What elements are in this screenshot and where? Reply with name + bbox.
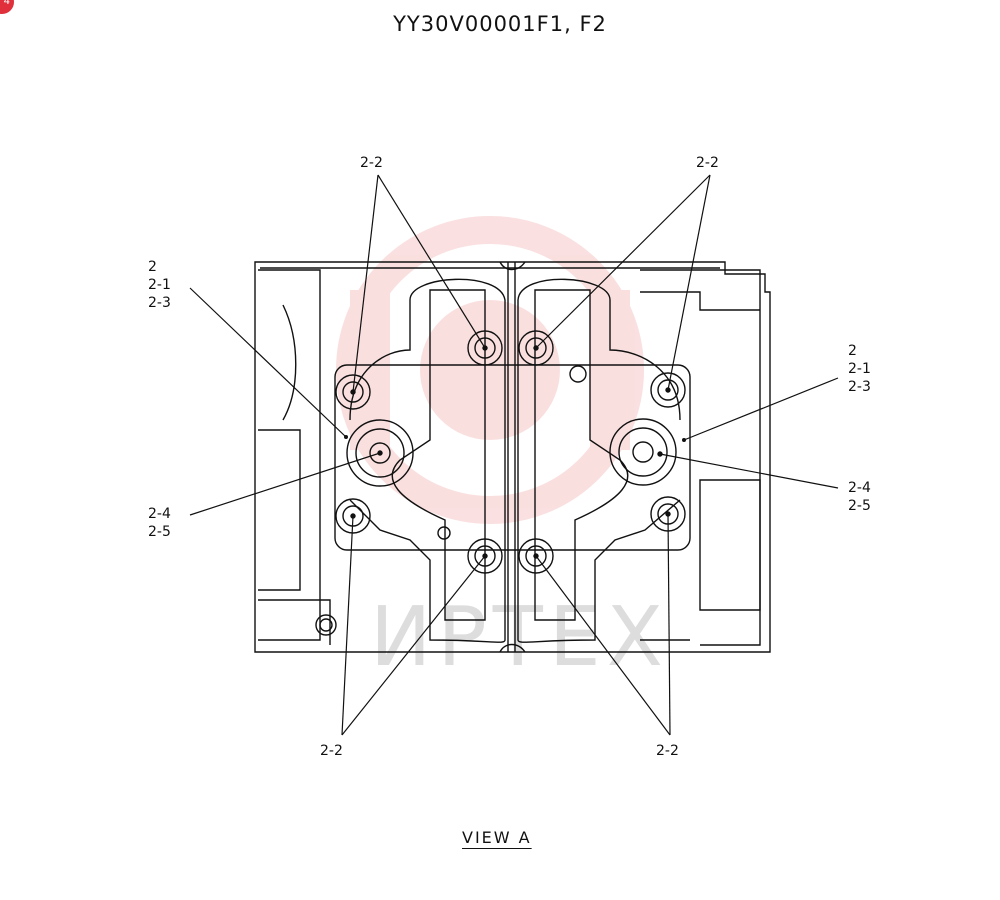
leader-lines bbox=[189, 174, 839, 736]
view-caption: VIEW A bbox=[462, 828, 532, 847]
left-group-label-2: 2-1 bbox=[148, 277, 171, 293]
callout-bottom-left: 2-2 bbox=[320, 743, 343, 759]
right-lower-label-1: 2-4 bbox=[848, 480, 871, 496]
watermark-text: ИРТЕХ bbox=[370, 590, 669, 685]
right-lower-label-2: 2-5 bbox=[848, 498, 871, 514]
plug-left bbox=[346, 419, 414, 487]
bolt-upper-right-center bbox=[518, 330, 554, 366]
watermark-logo bbox=[336, 216, 644, 524]
drawing-title: YY30V00001F1, F2 bbox=[393, 12, 607, 36]
bolt-group bbox=[315, 330, 686, 636]
left-lower-label-2: 2-5 bbox=[148, 524, 171, 540]
left-lower-label-1: 2-4 bbox=[148, 506, 171, 522]
right-group-label-2: 2-1 bbox=[848, 361, 871, 377]
bolt-lower-left-center bbox=[467, 538, 503, 574]
callout-top-right: 2-2 bbox=[696, 155, 719, 171]
small-port-right bbox=[569, 365, 587, 383]
right-group-label-3: 2-3 bbox=[848, 379, 871, 395]
callout-bottom-right: 2-2 bbox=[656, 743, 679, 759]
right-group-label-1: 2 bbox=[848, 343, 857, 359]
bolt-upper-left bbox=[335, 374, 371, 410]
left-group-label-3: 2-3 bbox=[148, 295, 171, 311]
plug-right bbox=[609, 418, 677, 486]
bolt-lower-right-center bbox=[518, 538, 554, 574]
small-port-left bbox=[437, 526, 451, 540]
left-group-label-1: 2 bbox=[148, 259, 157, 275]
callout-top-left: 2-2 bbox=[360, 155, 383, 171]
bolt-upper-left-center bbox=[467, 330, 503, 366]
small-port-bottom bbox=[315, 614, 337, 636]
leader-arrowheads bbox=[344, 435, 686, 442]
body-outline bbox=[254, 261, 771, 653]
